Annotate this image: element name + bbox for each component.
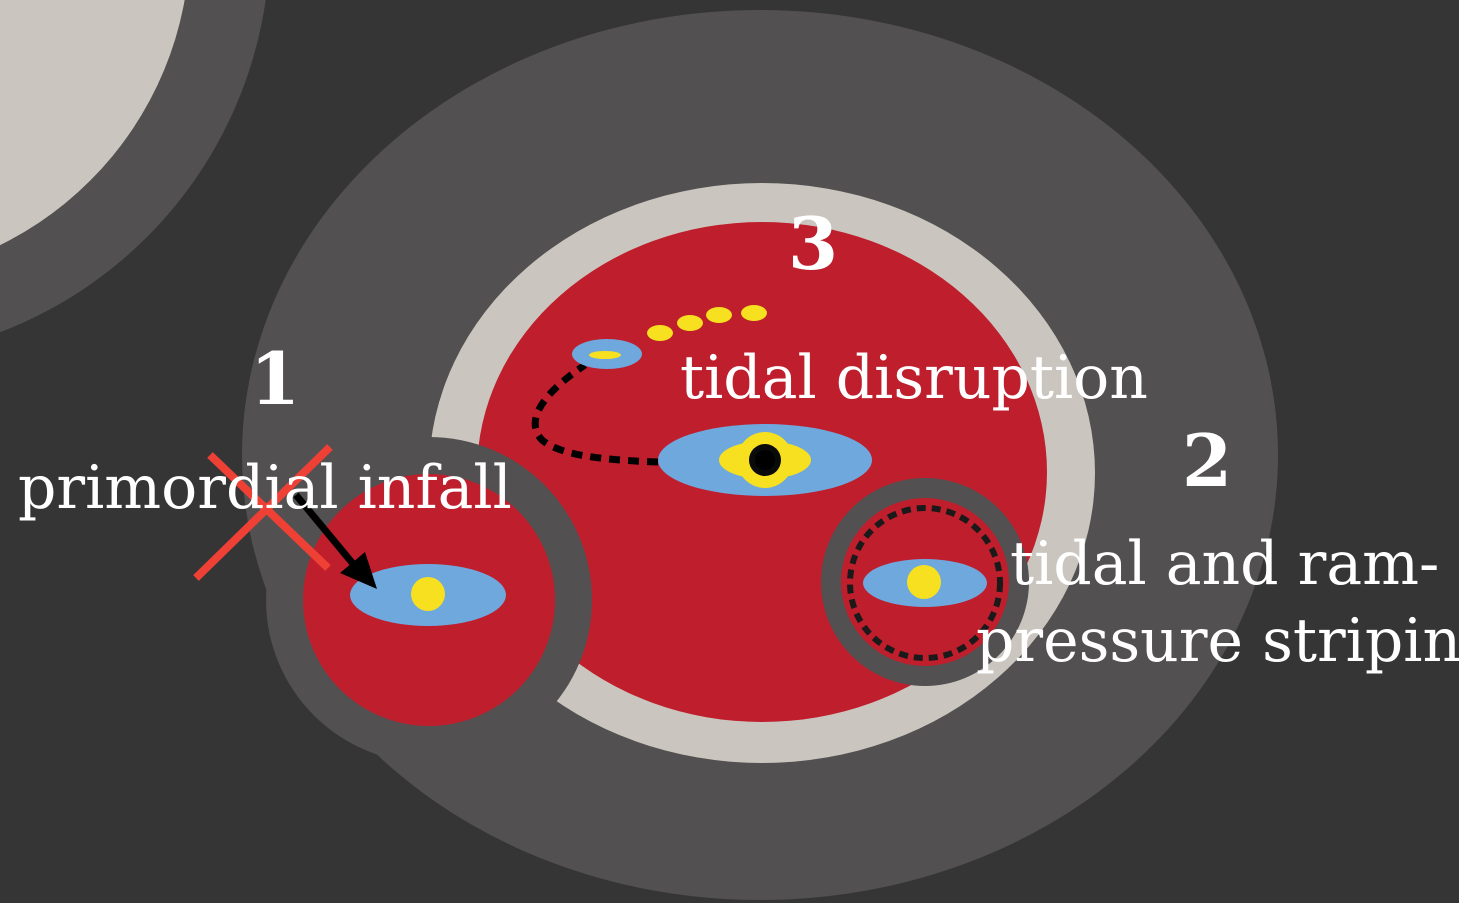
satellite-1-core [411, 577, 445, 611]
label-primordial-infall: primordial infall [18, 453, 512, 523]
label-number-1: 1 [250, 336, 300, 421]
label-number-2: 2 [1182, 418, 1232, 503]
satellite-2-core [907, 565, 941, 599]
label-tidal-disruption: tidal disruption [680, 343, 1148, 413]
label-number-3: 3 [788, 201, 838, 286]
disrupted-satellite-core [589, 351, 621, 359]
stream-dot-4 [741, 305, 767, 321]
stream-dot-2 [677, 315, 703, 331]
stream-dot-3 [706, 307, 732, 323]
black-hole-center [755, 450, 775, 470]
stream-dot-1 [647, 325, 673, 341]
label-tidal-ram-line2: pressure striping [976, 606, 1459, 676]
label-tidal-ram-line1: tidal and ram- [1010, 529, 1439, 599]
